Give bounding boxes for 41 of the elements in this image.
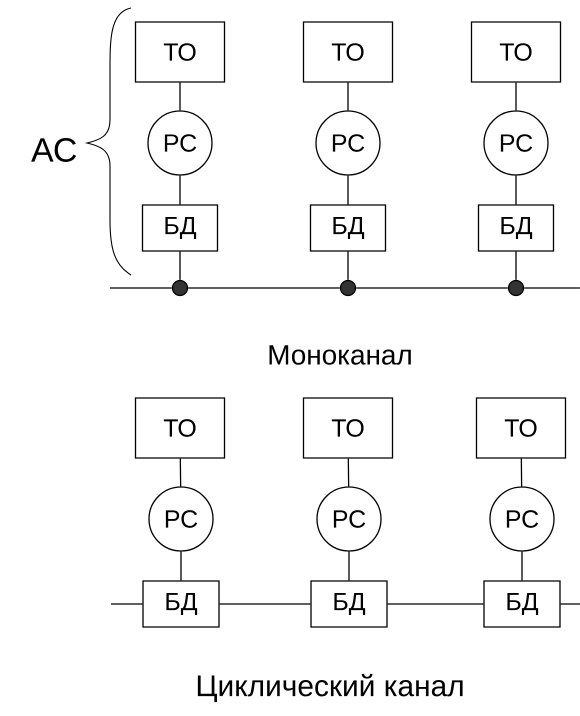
caption-text: АС — [31, 138, 76, 162]
connector-line — [347, 82, 349, 110]
connector-line — [179, 82, 181, 110]
connector-line — [347, 252, 349, 280]
device-box: БД — [310, 204, 386, 252]
device-box: ТО — [302, 21, 394, 83]
connector-line — [179, 252, 181, 280]
connector-line — [560, 603, 580, 605]
caption-text: Циклический канал — [198, 674, 463, 702]
connector-line — [180, 458, 182, 486]
connector-line — [348, 458, 350, 486]
connector-line — [524, 287, 580, 289]
device-box: БД — [142, 204, 218, 252]
device-box: БД — [483, 580, 561, 628]
device-box: БД — [310, 580, 388, 628]
connector-line — [515, 252, 517, 280]
connector-line — [188, 287, 340, 289]
device-box: ТО — [476, 397, 566, 459]
device-box: ТО — [302, 397, 394, 459]
device-box: ТО — [134, 397, 226, 459]
connector-line — [521, 552, 523, 580]
connector-line — [110, 287, 172, 289]
connector-line — [515, 82, 517, 110]
junction-dot — [172, 280, 188, 296]
connector-line — [515, 176, 517, 204]
connector-line — [347, 176, 349, 204]
device-box: БД — [478, 204, 554, 252]
device-box: БД — [142, 580, 220, 628]
connector-line — [220, 603, 310, 605]
connector-line — [348, 552, 350, 580]
junction-dot — [508, 280, 524, 296]
caption-text: Моноканал — [270, 345, 411, 365]
junction-dot — [340, 280, 356, 296]
connector-line — [388, 603, 484, 605]
device-box: ТО — [470, 21, 562, 83]
connector-line — [520, 458, 522, 486]
connector-line — [356, 287, 508, 289]
connector-line — [111, 603, 142, 605]
connector-line — [179, 176, 181, 204]
device-box: ТО — [134, 21, 226, 83]
connector-line — [180, 552, 182, 580]
